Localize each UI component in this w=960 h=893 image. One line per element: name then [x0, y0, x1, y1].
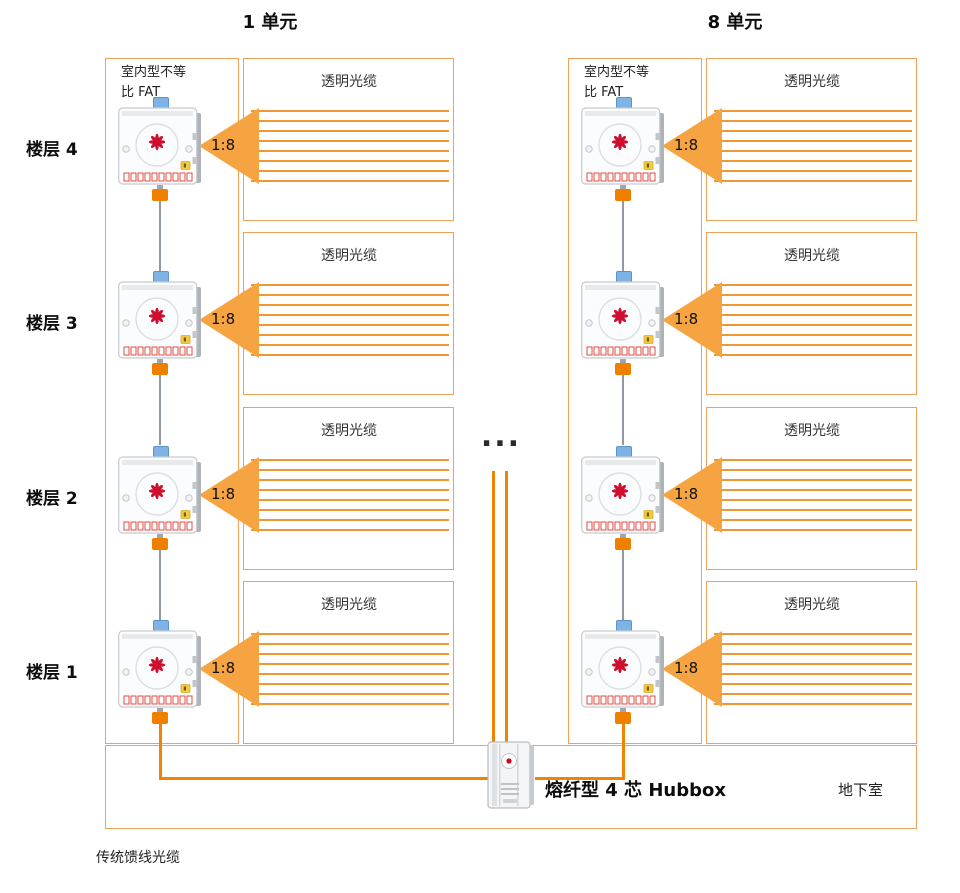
more-units-ellipsis: ... [480, 419, 522, 454]
unit-1-floor-1-cell: 透明光缆 1:8 [105, 581, 455, 745]
fiber-lines [251, 284, 449, 356]
fat-caption-line2: 比 FAT [121, 85, 161, 101]
unit-8-floor-4-cell: 透明光缆 1:8 [568, 58, 918, 271]
riser-drop-cable [622, 550, 624, 620]
fat-device-icon [118, 105, 202, 187]
fat-device-icon [118, 454, 202, 536]
cable-label: 透明光缆 [784, 248, 840, 264]
floor-label-3: 楼层 3 [26, 314, 78, 334]
hubbox-label: 熔纤型 4 芯 Hubbox [545, 780, 726, 801]
unit-1-feeder-run [159, 777, 489, 780]
unit-1-floor-4-cell: 透明光缆 1:8 [105, 58, 455, 271]
floor-label-2: 楼层 2 [26, 489, 78, 509]
fat-device-icon [581, 454, 665, 536]
fat-device-icon [118, 279, 202, 361]
cable-connector-icon [152, 189, 168, 201]
cable-label: 透明光缆 [321, 423, 377, 439]
fiber-lines [714, 110, 912, 182]
unit-8-fat-caption: 室内型不等 比 FAT [584, 63, 696, 103]
fat-caption-line1: 室内型不等 [121, 65, 187, 80]
middle-units-feeder-cable [492, 471, 495, 743]
middle-units-feeder-cable [505, 471, 508, 743]
device-stem [620, 359, 626, 365]
cable-connector-icon [615, 712, 631, 724]
unit-8-floor-3-cell: 透明光缆 1:8 [568, 232, 918, 445]
splitter-ratio: 1:8 [674, 136, 699, 154]
device-stem [157, 708, 163, 714]
unit-1-floor-3-cell: 透明光缆 1:8 [105, 232, 455, 445]
cable-label: 透明光缆 [784, 597, 840, 613]
cable-connector-icon [152, 363, 168, 375]
fiber-lines [251, 110, 449, 182]
splitter-ratio: 1:8 [674, 659, 699, 677]
unit-8-feeder-run [535, 777, 625, 780]
device-stem [620, 185, 626, 191]
cable-connector-icon [615, 538, 631, 550]
hubbox-device-icon [487, 741, 535, 811]
riser-drop-cable [159, 375, 161, 445]
cable-label: 透明光缆 [321, 74, 377, 90]
splitter-ratio: 1:8 [211, 485, 236, 503]
splitter-ratio: 1:8 [674, 485, 699, 503]
floor-label-4: 楼层 4 [26, 140, 78, 160]
cable-connector-icon [152, 538, 168, 550]
unit-8-floor-2-cell: 透明光缆 1:8 [568, 407, 918, 620]
feeder-cable-label: 传统馈线光缆 [96, 850, 180, 866]
fiber-lines [714, 459, 912, 531]
riser-drop-cable [159, 550, 161, 620]
device-stem [157, 534, 163, 540]
cable-connector-icon [152, 712, 168, 724]
unit-1-floor-2-cell: 透明光缆 1:8 [105, 407, 455, 620]
fat-device-icon [581, 628, 665, 710]
riser-drop-cable [159, 201, 161, 271]
unit-1-fat-caption: 室内型不等 比 FAT [121, 63, 233, 103]
splitter-ratio: 1:8 [211, 136, 236, 154]
splitter-ratio: 1:8 [211, 659, 236, 677]
cable-label: 透明光缆 [784, 74, 840, 90]
fat-device-icon [581, 105, 665, 187]
device-stem [157, 359, 163, 365]
unit-8-feeder-drop [622, 723, 625, 780]
unit-8-floor-1-cell: 透明光缆 1:8 [568, 581, 918, 745]
basement-label: 地下室 [838, 781, 884, 799]
fiber-lines [714, 284, 912, 356]
fat-device-icon [118, 628, 202, 710]
floor-label-1: 楼层 1 [26, 663, 78, 683]
riser-drop-cable [622, 201, 624, 271]
fat-caption-line1: 室内型不等 [584, 65, 650, 80]
unit-8-title: 8 单元 [707, 12, 763, 33]
cable-label: 透明光缆 [321, 248, 377, 264]
fiber-lines [251, 633, 449, 705]
fiber-lines [251, 459, 449, 531]
fat-caption-line2: 比 FAT [584, 85, 624, 101]
splitter-ratio: 1:8 [674, 310, 699, 328]
device-stem [620, 708, 626, 714]
riser-drop-cable [622, 375, 624, 445]
cable-label: 透明光缆 [784, 423, 840, 439]
cable-connector-icon [615, 363, 631, 375]
cable-label: 透明光缆 [321, 597, 377, 613]
unit-1-title: 1 单元 [242, 12, 298, 33]
device-stem [157, 185, 163, 191]
fiber-lines [714, 633, 912, 705]
unit-1-feeder-drop [159, 723, 162, 780]
fat-device-icon [581, 279, 665, 361]
splitter-ratio: 1:8 [211, 310, 236, 328]
cable-connector-icon [615, 189, 631, 201]
device-stem [620, 534, 626, 540]
